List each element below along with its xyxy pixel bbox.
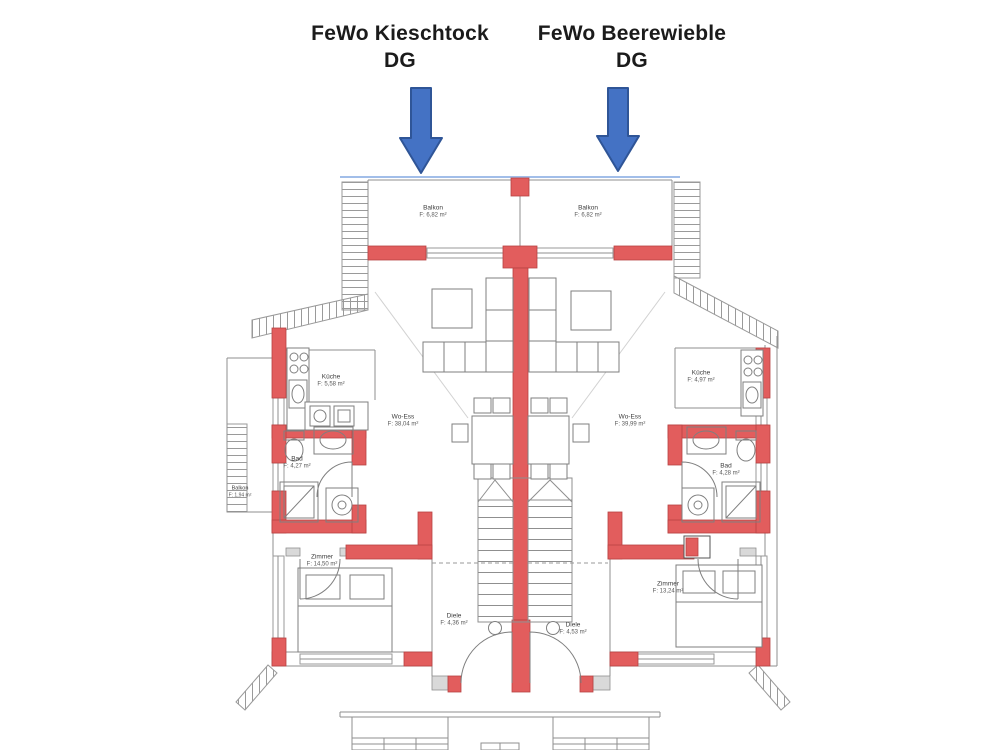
bedroom-right xyxy=(675,558,763,648)
dining-table xyxy=(471,415,514,465)
room-label-zimmer-left: Zimmer F: 14,50 m² xyxy=(306,553,338,568)
room-label-balkon-side: Balkon F: 1,94 m² xyxy=(228,485,252,499)
room-label-diele-left: Diele F: 4,36 m² xyxy=(440,612,468,627)
chair xyxy=(549,397,568,414)
sofa xyxy=(528,277,557,373)
chair xyxy=(530,463,549,480)
toilet xyxy=(735,430,757,441)
shower xyxy=(279,481,319,523)
kitchen-sink xyxy=(742,381,762,409)
kitchen-appliance-row xyxy=(304,401,369,431)
room-label-zimmer-right: Zimmer F: 13,24 m² xyxy=(652,580,684,595)
chair xyxy=(549,463,568,480)
bedroom-door xyxy=(299,558,341,600)
chair xyxy=(473,397,492,414)
entry-doors xyxy=(460,631,582,684)
title-left-line1: FeWo Kieschtock xyxy=(311,22,489,45)
room-label-bad-right: Bad F: 4,28 m² xyxy=(712,462,740,477)
room-label-balkon-left: Balkon F: 6,82 m² xyxy=(419,204,447,219)
shower xyxy=(721,481,761,523)
title-left-line2: DG xyxy=(384,49,416,72)
newel-post-left xyxy=(488,621,502,635)
washing-machine xyxy=(325,487,359,523)
kitchen-left xyxy=(286,347,369,431)
arrow-down-left-icon xyxy=(399,87,443,174)
room-label-balkon-right: Balkon F: 6,82 m² xyxy=(574,204,602,219)
side-balcony-railing xyxy=(226,423,248,513)
room-label-woess-right: Wo-Ess F: 39,99 m² xyxy=(614,413,646,428)
side-table xyxy=(431,288,473,329)
newel-post-right xyxy=(546,621,560,635)
washbasin xyxy=(313,426,354,455)
kitchen-sink xyxy=(288,379,308,409)
title-right-line1: FeWo Beerewieble xyxy=(537,22,727,45)
title-right-line2: DG xyxy=(616,49,648,72)
chair xyxy=(473,463,492,480)
title-left-apartment: FeWo Kieschtock DG xyxy=(311,20,489,74)
bath-door xyxy=(681,461,718,498)
bed xyxy=(297,567,393,653)
living-room-left xyxy=(422,277,514,480)
room-label-woess-left: Wo-Ess F: 38,04 m² xyxy=(387,413,419,428)
bathroom-right xyxy=(681,426,761,559)
title-right-apartment: FeWo Beerewieble DG xyxy=(538,20,726,74)
living-room-right xyxy=(527,277,620,480)
red-walls xyxy=(271,177,771,693)
kitchen-right xyxy=(740,349,764,417)
washbasin xyxy=(686,426,727,455)
room-label-diele-right: Diele F: 4,53 m² xyxy=(559,621,587,636)
dining-table xyxy=(527,415,570,465)
room-label-bad-left: Bad F: 4,27 m² xyxy=(283,455,311,470)
washing-machine xyxy=(681,487,715,523)
bed xyxy=(675,564,763,648)
sofa xyxy=(485,277,514,373)
chair xyxy=(451,423,469,443)
bedroom-door xyxy=(697,558,739,600)
chair xyxy=(492,397,511,414)
chair xyxy=(492,463,511,480)
lower-floor-outline xyxy=(339,711,661,750)
chair xyxy=(572,423,590,443)
room-label-kueche-left: Küche F: 5,58 m² xyxy=(317,373,345,388)
bathroom-left xyxy=(279,426,359,523)
bedroom-left xyxy=(297,558,393,653)
chair xyxy=(530,397,549,414)
arrow-down-right-icon xyxy=(596,87,640,172)
side-table xyxy=(570,290,612,331)
kitchen-counter xyxy=(286,347,310,431)
bath-door xyxy=(316,461,353,498)
room-label-kueche-right: Küche F: 4,97 m² xyxy=(687,369,715,384)
staircase xyxy=(477,477,573,635)
toilet xyxy=(283,430,305,441)
